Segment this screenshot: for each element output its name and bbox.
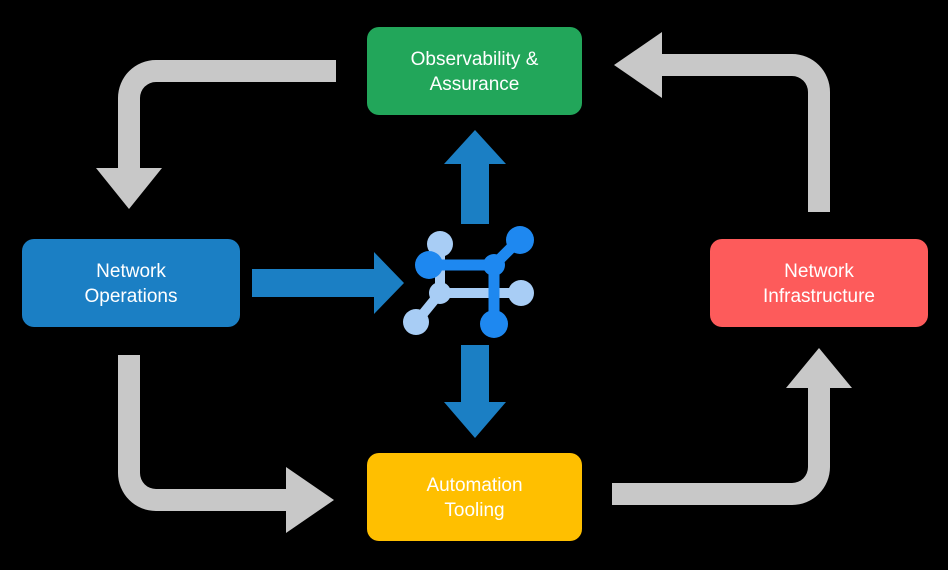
node-box-automation-tooling[interactable]: Automation Tooling	[367, 453, 582, 541]
node-box-observability[interactable]: Observability & Assurance	[367, 27, 582, 115]
arrow-center-to-automation	[444, 345, 506, 438]
node-box-observability-label-line1: Observability &	[411, 49, 539, 70]
node-box-network-operations-rect[interactable]	[22, 239, 240, 327]
network-topology-icon	[403, 226, 534, 338]
arrow-automation-to-infrastructure	[612, 348, 852, 505]
node-box-automation-tooling-label-line1: Automation	[426, 475, 522, 496]
arrow-center-to-observability	[444, 130, 506, 224]
node-box-network-operations[interactable]: Network Operations	[22, 239, 240, 327]
node-box-network-operations-label-line1: Network	[96, 261, 166, 282]
node-box-observability-label-line2: Assurance	[430, 74, 520, 95]
node-box-network-operations-label-line2: Operations	[85, 286, 178, 307]
node-box-automation-tooling-label-line2: Tooling	[444, 500, 504, 521]
arrow-operations-to-automation	[118, 355, 334, 533]
arrow-infrastructure-to-observability	[614, 32, 830, 212]
node-box-network-infrastructure[interactable]: Network Infrastructure	[710, 239, 928, 327]
node-box-network-infrastructure-label-line2: Infrastructure	[763, 286, 875, 307]
arrow-observability-to-operations	[96, 60, 336, 209]
node-box-network-infrastructure-rect[interactable]	[710, 239, 928, 327]
node-box-network-infrastructure-label-line1: Network	[784, 261, 854, 282]
node-box-observability-rect[interactable]	[367, 27, 582, 115]
node-box-automation-tooling-rect[interactable]	[367, 453, 582, 541]
arrow-ops-to-center	[252, 252, 404, 314]
